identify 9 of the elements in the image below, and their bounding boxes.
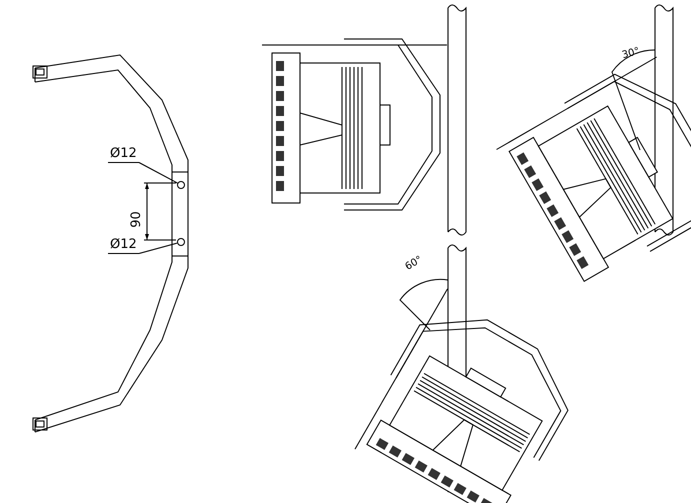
angle-text: 60° [403, 254, 424, 273]
dimension-text: 90 [128, 211, 144, 228]
leader-line [138, 242, 178, 254]
leader-line [138, 162, 178, 184]
angle-text: 30° [620, 46, 641, 62]
dimension-text: Ø12 [108, 236, 139, 254]
dimension-text: Ø12 [108, 145, 139, 163]
hole [177, 238, 185, 246]
hole [177, 181, 185, 189]
